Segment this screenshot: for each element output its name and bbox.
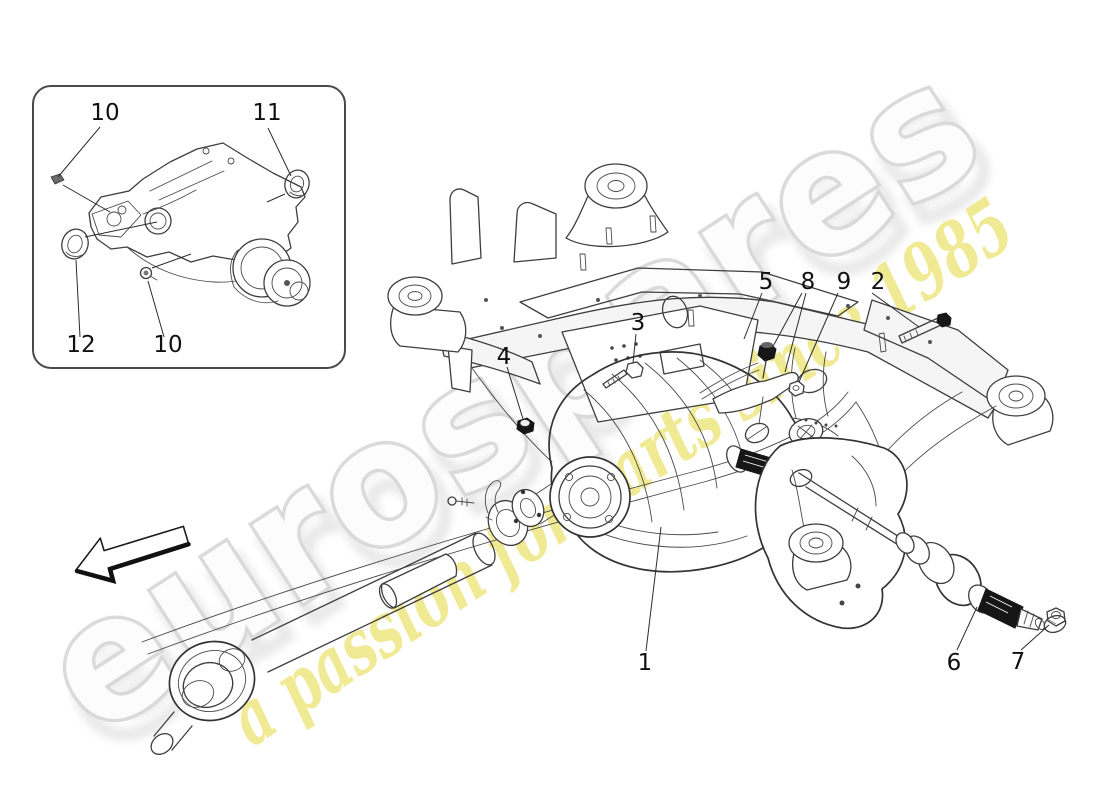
rear-subframe-drawing [387,163,1054,479]
lower-control-arm-drawing [754,437,908,630]
callout-1[interactable]: 1 [638,650,653,676]
main-callouts: 1 2 3 4 5 6 7 8 9 [497,269,1026,676]
driveshaft-drawing [150,480,557,755]
breather-bracket-drawing [699,342,805,444]
inset-callouts: 10 11 12 10 [66,100,281,358]
callout-4[interactable]: 4 [497,344,512,370]
differential-housing-drawing [548,351,855,573]
callout-9[interactable]: 9 [837,269,852,295]
callout-10-bottom[interactable]: 10 [153,332,182,358]
callout-11[interactable]: 11 [252,100,281,126]
axle-shaft-drawing [798,472,1067,634]
inset-differential-drawing [50,142,311,307]
callout-2[interactable]: 2 [871,269,886,295]
callout-12[interactable]: 12 [66,332,95,358]
callout-10-top[interactable]: 10 [90,100,119,126]
callout-8[interactable]: 8 [801,269,816,295]
inset-leader-lines [57,126,292,338]
fasteners-drawing [516,312,952,435]
callout-7[interactable]: 7 [1011,649,1026,675]
knuckle-drawing [788,347,838,446]
inset-detail-box: 10 11 12 10 [32,85,346,369]
callout-5[interactable]: 5 [759,269,774,295]
direction-arrow-icon [74,525,191,584]
callout-leader-lines [506,292,1050,652]
callout-6[interactable]: 6 [947,650,962,676]
callout-3[interactable]: 3 [631,310,646,336]
